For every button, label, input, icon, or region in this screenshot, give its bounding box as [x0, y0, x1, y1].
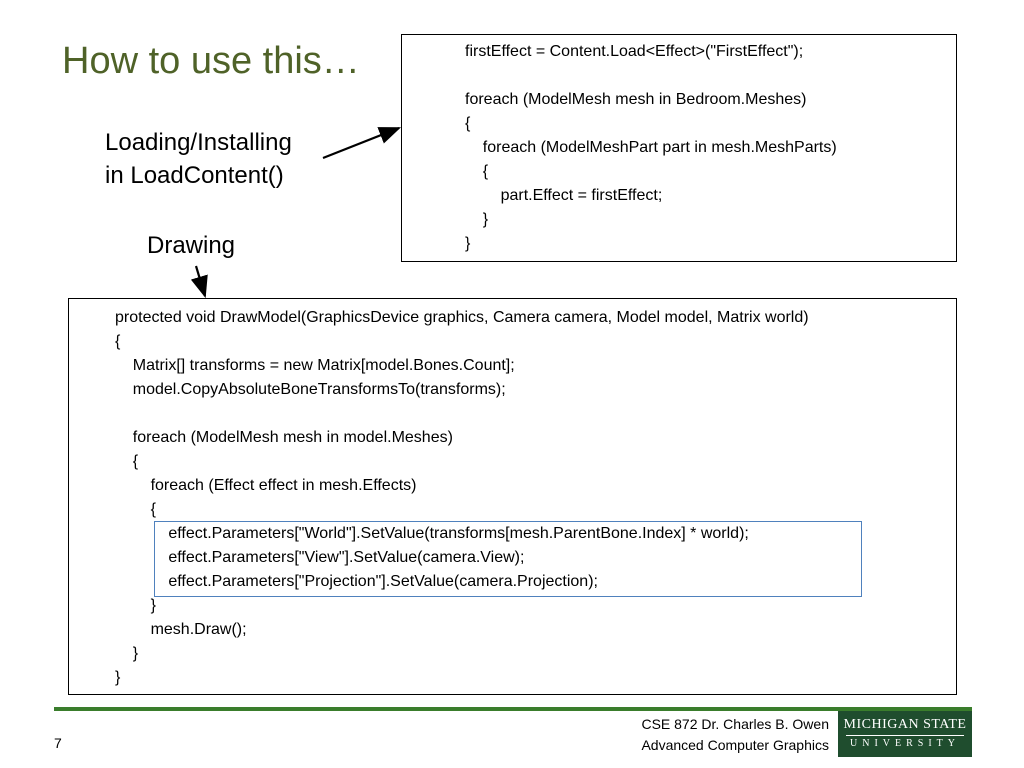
- code-line: {: [465, 115, 471, 132]
- footer-subject: Advanced Computer Graphics: [641, 737, 829, 753]
- code-line: firstEffect = Content.Load<Effect>("Firs…: [465, 43, 804, 60]
- code-line: protected void DrawModel(GraphicsDevice …: [115, 309, 809, 326]
- code-box-loadcontent: firstEffect = Content.Load<Effect>("Firs…: [401, 34, 957, 262]
- code-line: {: [115, 453, 139, 470]
- code-line: foreach (Effect effect in mesh.Effects): [115, 477, 417, 494]
- highlight-box: [154, 521, 862, 597]
- msu-logo: MICHIGAN STATE UNIVERSITY: [838, 711, 972, 757]
- code-line: effect.Parameters["World"].SetValue(tran…: [115, 525, 749, 542]
- code-line: part.Effect = firstEffect;: [465, 187, 663, 204]
- code-line: foreach (ModelMeshPart part in mesh.Mesh…: [465, 139, 837, 156]
- loading-label-line1: Loading/Installing: [105, 129, 292, 156]
- code-line: }: [465, 211, 489, 228]
- code-line: }: [115, 645, 139, 662]
- page-number: 7: [54, 735, 62, 751]
- code-line: foreach (ModelMesh mesh in Bedroom.Meshe…: [465, 91, 807, 108]
- loading-arrow: [322, 126, 402, 160]
- code-line: mesh.Draw();: [115, 621, 247, 638]
- footer-rule: [54, 707, 972, 711]
- msu-logo-line1: MICHIGAN STATE: [843, 717, 967, 732]
- loading-label-line2: in LoadContent(): [105, 162, 284, 189]
- code-line: }: [465, 235, 471, 252]
- code-line: effect.Parameters["Projection"].SetValue…: [115, 573, 598, 590]
- code-line: foreach (ModelMesh mesh in model.Meshes): [115, 429, 453, 446]
- slide-title: How to use this…: [62, 40, 360, 82]
- msu-logo-line2: UNIVERSITY: [850, 738, 960, 749]
- code-line: model.CopyAbsoluteBoneTransformsTo(trans…: [115, 381, 506, 398]
- code-line: }: [115, 597, 156, 614]
- code-line: {: [115, 501, 156, 518]
- code-line: Matrix[] transforms = new Matrix[model.B…: [115, 357, 515, 374]
- code-line: }: [115, 669, 121, 686]
- drawing-label: Drawing: [147, 232, 236, 259]
- code-line: effect.Parameters["View"].SetValue(camer…: [115, 549, 525, 566]
- footer-course: CSE 872 Dr. Charles B. Owen: [641, 716, 829, 732]
- msu-logo-divider: [846, 735, 964, 736]
- code-box-drawmodel: protected void DrawModel(GraphicsDevice …: [68, 298, 957, 695]
- code-line: {: [115, 333, 121, 350]
- code-line: {: [465, 163, 489, 180]
- drawing-arrow: [190, 265, 208, 299]
